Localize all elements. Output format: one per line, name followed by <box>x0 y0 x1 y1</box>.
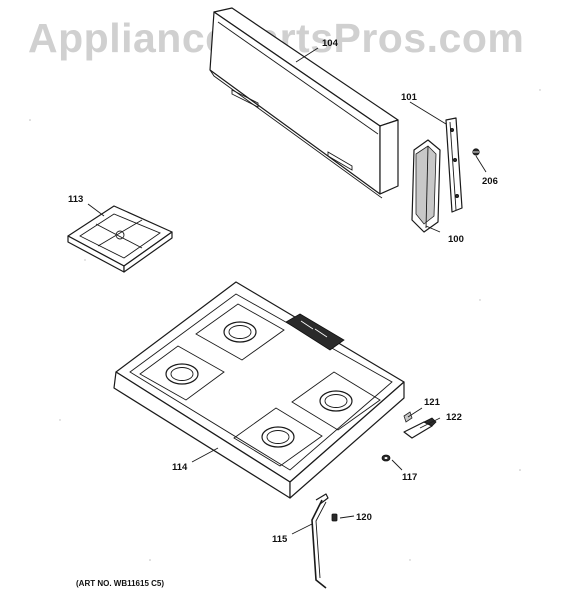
callout-121: 121 <box>424 397 441 408</box>
leader-lines <box>87 47 487 535</box>
callout-113: 113 <box>68 194 83 205</box>
grate-part <box>67 205 173 273</box>
callout-labels: 104 101 206 113 100 114 121 122 117 120 … <box>68 38 498 545</box>
backsplash-part <box>209 7 399 199</box>
callout-115: 115 <box>272 534 288 545</box>
side-bracket-part <box>445 117 463 213</box>
callout-114: 114 <box>172 462 188 473</box>
art-number: (ART NO. WB11615 C5) <box>76 579 164 588</box>
callout-122: 122 <box>446 412 462 423</box>
hinge-rod-part <box>311 493 329 589</box>
end-cap-part <box>411 139 441 233</box>
clip-part <box>331 513 338 522</box>
screw-part <box>472 148 480 156</box>
callout-206: 206 <box>482 176 498 187</box>
grommet-part <box>381 454 391 462</box>
callout-120: 120 <box>356 512 372 523</box>
callout-117: 117 <box>402 472 417 483</box>
cooktop-part <box>113 281 405 499</box>
callout-104: 104 <box>322 38 339 49</box>
callout-101: 101 <box>401 92 418 103</box>
callout-100: 100 <box>448 234 464 245</box>
